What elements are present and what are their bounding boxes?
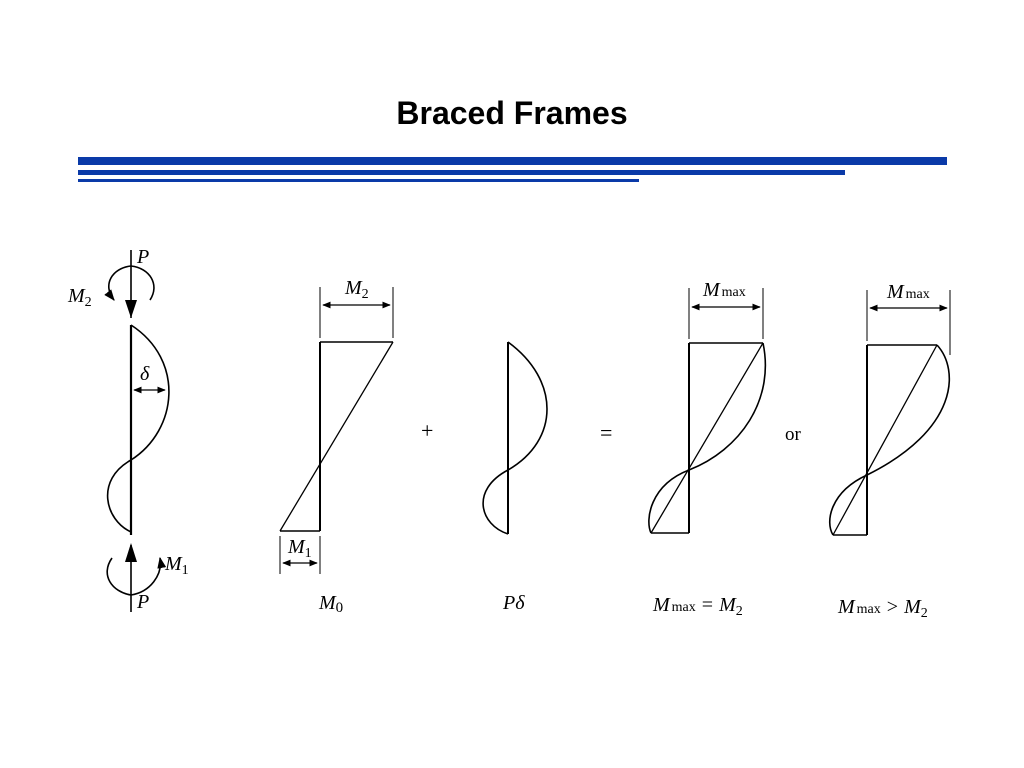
slide-title: Braced Frames — [396, 95, 628, 131]
m2-dimension-label: M2 — [344, 277, 369, 302]
title-rule-medium — [78, 170, 845, 175]
combined-diagram-greater — [829, 290, 951, 536]
title-rule-thick — [78, 157, 947, 165]
m0-caption: M0 — [318, 592, 343, 616]
top-load-arrowhead — [125, 300, 137, 318]
m0-diagram — [279, 287, 394, 574]
title-rule-thin — [78, 179, 639, 182]
plus-sign: + — [421, 418, 433, 443]
bottom-load-label: P — [136, 591, 149, 613]
deflected-shape — [106, 324, 170, 533]
or-label: or — [785, 424, 802, 445]
top-load-label: P — [136, 246, 149, 268]
column-sketch — [104, 250, 170, 612]
m1-label-column: M1 — [164, 553, 189, 578]
p-delta-caption: Pδ — [502, 592, 525, 614]
combined-diagram-equal — [648, 288, 767, 534]
bottom-load-arrowhead — [125, 543, 137, 562]
m2-label-column: M2 — [67, 285, 92, 310]
equals-sign: = — [600, 420, 612, 445]
bottom-moment-arc — [106, 556, 167, 596]
m1-dimension-label: M1 — [287, 536, 312, 561]
p-delta-diagram — [482, 341, 548, 535]
top-moment-arc — [104, 265, 155, 301]
delta-label: δ — [140, 363, 150, 385]
